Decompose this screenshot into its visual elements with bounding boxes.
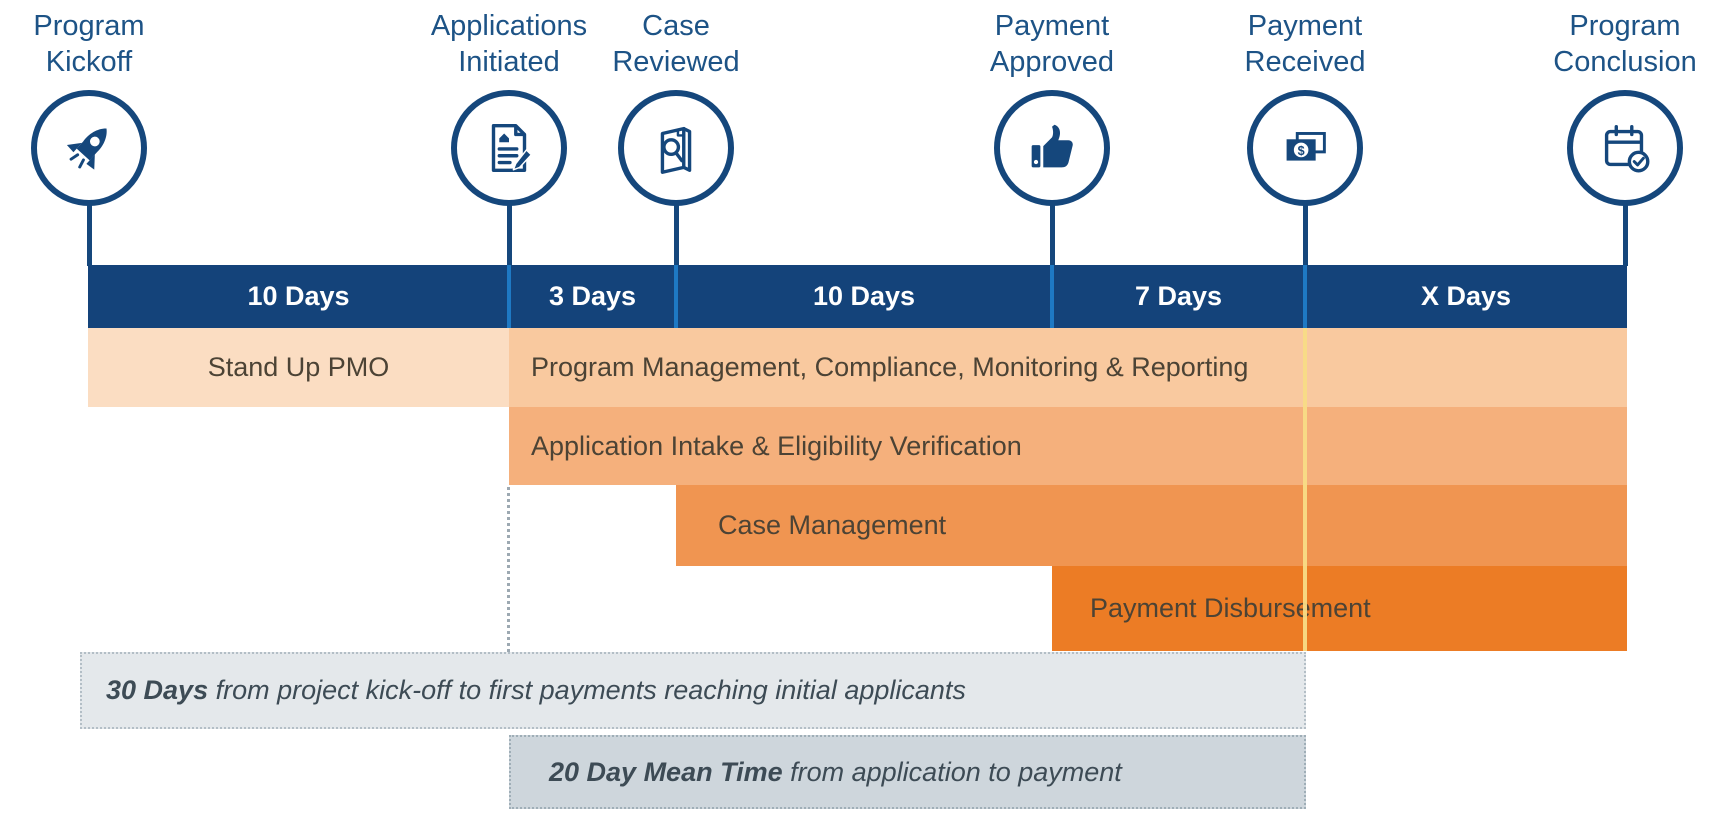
callout-30-days: 30 Days from project kick-off to first p…	[80, 652, 1306, 729]
milestone-circle-program-kickoff	[31, 90, 147, 206]
segment-divider	[1303, 265, 1307, 328]
milestone-circle-applications-initiated	[451, 90, 567, 206]
segment-divider	[1050, 265, 1054, 328]
timeline-segment-5: X Days	[1420, 281, 1512, 311]
milestone-label-payment-received: Payment Received	[1244, 10, 1366, 78]
milestone-stem	[1050, 198, 1055, 266]
timeline-segment-2: 3 Days	[548, 281, 637, 311]
milestone-circle-payment-approved	[994, 90, 1110, 206]
case-review-magnifier-icon	[645, 117, 707, 179]
milestone-label-case-reviewed: Case Reviewed	[612, 10, 740, 78]
workstream-program-management: Program Management, Compliance, Monitori…	[509, 328, 1627, 407]
milestone-stem	[87, 198, 92, 266]
svg-text:$: $	[1298, 144, 1305, 158]
timeline-segment-3: 10 Days	[812, 281, 916, 311]
milestone-label-applications-initiated: Applications Initiated	[430, 10, 588, 78]
segment-divider	[507, 265, 511, 328]
milestone-circle-payment-received: $	[1247, 90, 1363, 206]
dollar-bills-icon: $	[1274, 117, 1336, 179]
workstream-payment-disbursement: Payment Disbursement	[1052, 566, 1627, 651]
calendar-check-icon	[1594, 117, 1656, 179]
timeline-bar	[88, 265, 1627, 328]
milestone-stem	[1303, 198, 1308, 266]
milestone-label-program-conclusion: Program Conclusion	[1553, 10, 1697, 78]
milestone-circle-case-reviewed	[618, 90, 734, 206]
rocket-icon	[58, 117, 120, 179]
applications-initiated-dotted-line	[507, 487, 510, 652]
milestone-stem	[1623, 198, 1628, 266]
milestone-stem	[507, 198, 512, 266]
callout-20-day-mean-time: 20 Day Mean Time from application to pay…	[509, 735, 1306, 809]
timeline-segment-1: 10 Days	[247, 281, 350, 311]
payment-received-marker-line	[1303, 328, 1307, 651]
timeline-segment-4: 7 Days	[1134, 281, 1223, 311]
milestone-stem	[674, 198, 679, 266]
milestone-label-program-kickoff: Program Kickoff	[33, 10, 145, 78]
workstream-case-management: Case Management	[676, 485, 1627, 566]
application-document-icon	[478, 117, 540, 179]
segment-divider	[674, 265, 678, 328]
milestone-label-payment-approved: Payment Approved	[989, 10, 1115, 78]
workstream-stand-up-pmo: Stand Up PMO	[88, 328, 509, 407]
milestone-circle-program-conclusion	[1567, 90, 1683, 206]
thumbs-up-icon	[1021, 117, 1083, 179]
workstream-application-intake: Application Intake & Eligibility Verific…	[509, 407, 1627, 485]
